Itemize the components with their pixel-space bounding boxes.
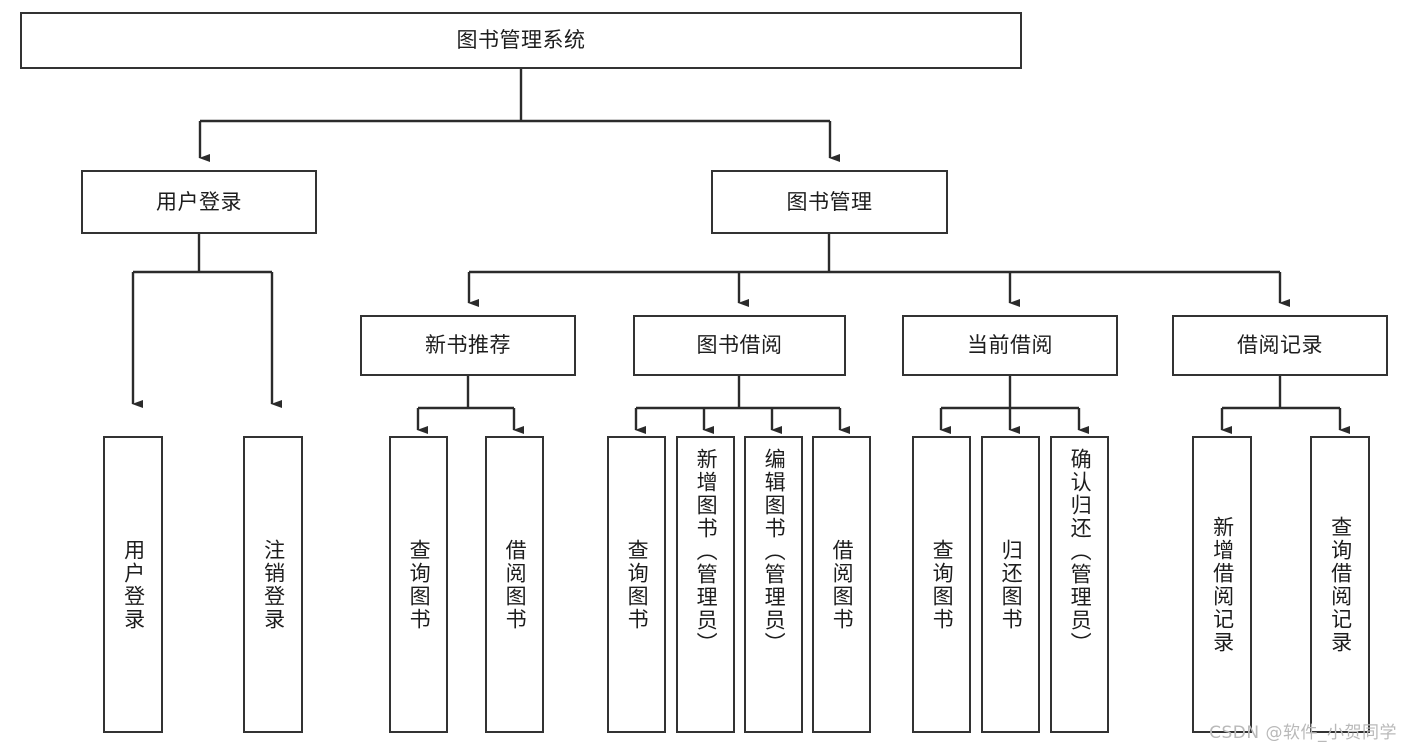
leaf-borrow-add-book[interactable]: 新增图书（管理员） (676, 436, 735, 733)
leaf-recommend-query-book[interactable]: 查询图书 (389, 436, 448, 733)
node-book-borrow[interactable]: 图书借阅 (633, 315, 846, 376)
leaf-current-confirm-return-label: 确认归还（管理员） (1068, 448, 1093, 655)
leaf-borrow-borrow-book-label: 借阅图书 (830, 538, 855, 631)
leaf-user-logout-label: 注销登录 (261, 538, 286, 631)
node-current-borrow-label: 当前借阅 (967, 333, 1053, 358)
leaf-borrow-query-book-label: 查询图书 (625, 538, 650, 631)
node-user-login[interactable]: 用户登录 (81, 170, 317, 234)
leaf-recommend-borrow-book[interactable]: 借阅图书 (485, 436, 544, 733)
leaf-borrow-edit-book-label: 编辑图书（管理员） (762, 448, 787, 655)
leaf-borrow-edit-book[interactable]: 编辑图书（管理员） (744, 436, 803, 733)
leaf-user-logout[interactable]: 注销登录 (243, 436, 303, 733)
node-borrow-record[interactable]: 借阅记录 (1172, 315, 1388, 376)
leaf-user-login[interactable]: 用户登录 (103, 436, 163, 733)
leaf-current-query-book[interactable]: 查询图书 (912, 436, 971, 733)
node-root-label: 图书管理系统 (456, 28, 586, 53)
leaf-record-add-label: 新增借阅记录 (1210, 515, 1235, 654)
leaf-record-query[interactable]: 查询借阅记录 (1310, 436, 1370, 733)
node-book-borrow-label: 图书借阅 (696, 333, 783, 358)
node-root[interactable]: 图书管理系统 (20, 12, 1022, 69)
node-current-borrow[interactable]: 当前借阅 (902, 315, 1118, 376)
node-new-book-recommend[interactable]: 新书推荐 (360, 315, 576, 376)
leaf-current-return-book[interactable]: 归还图书 (981, 436, 1040, 733)
leaf-record-query-label: 查询借阅记录 (1328, 515, 1353, 654)
leaf-recommend-borrow-book-label: 借阅图书 (503, 538, 528, 631)
leaf-recommend-query-book-label: 查询图书 (407, 538, 432, 631)
leaf-borrow-add-book-label: 新增图书（管理员） (694, 448, 719, 655)
node-user-login-label: 用户登录 (156, 189, 242, 214)
leaf-current-return-book-label: 归还图书 (999, 538, 1024, 631)
leaf-current-confirm-return[interactable]: 确认归还（管理员） (1050, 436, 1109, 733)
node-borrow-record-label: 借阅记录 (1237, 333, 1323, 358)
leaf-borrow-query-book[interactable]: 查询图书 (607, 436, 666, 733)
watermark: CSDN @软件_小贺同学 (1209, 723, 1397, 743)
node-book-management[interactable]: 图书管理 (711, 170, 948, 234)
leaf-user-login-label: 用户登录 (121, 538, 146, 631)
leaf-record-add[interactable]: 新增借阅记录 (1192, 436, 1252, 733)
node-book-management-label: 图书管理 (786, 189, 873, 214)
node-new-book-recommend-label: 新书推荐 (425, 333, 511, 358)
leaf-borrow-borrow-book[interactable]: 借阅图书 (812, 436, 871, 733)
leaf-current-query-book-label: 查询图书 (930, 538, 955, 631)
